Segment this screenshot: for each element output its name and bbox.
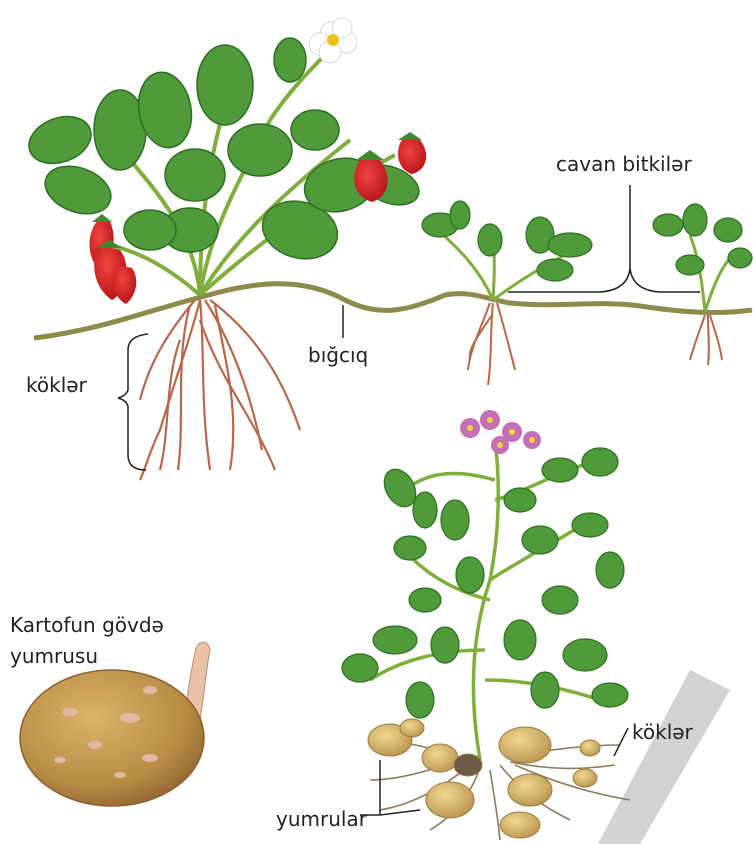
label-runner: bığcıq xyxy=(308,343,368,367)
label-strawberry-roots: köklər xyxy=(26,373,87,397)
strawberry-leaves xyxy=(22,38,424,267)
tubers-pointer xyxy=(360,760,420,815)
label-potato-tuber-line1: Kartofun gövdə xyxy=(10,613,164,637)
label-potato-roots: köklər xyxy=(632,720,693,744)
label-potato-tuber-line2: yumrusu xyxy=(10,644,98,668)
potato-roots-pointer xyxy=(614,728,628,756)
strawberry-roots xyxy=(140,300,300,480)
potato-leaves xyxy=(342,448,628,718)
potato-body xyxy=(20,670,204,806)
potato-tubers xyxy=(368,719,600,838)
potato-flowers xyxy=(460,410,541,454)
label-tubers: yumrular xyxy=(276,807,367,831)
runner-stem xyxy=(34,284,752,338)
young-plant-2 xyxy=(653,204,752,365)
label-young-plants: cavan bitkilər xyxy=(556,152,692,176)
roots-brace xyxy=(118,334,148,470)
potato-plant xyxy=(342,410,630,840)
strawberry-flower xyxy=(309,18,357,63)
strawberry-plant xyxy=(22,18,752,480)
